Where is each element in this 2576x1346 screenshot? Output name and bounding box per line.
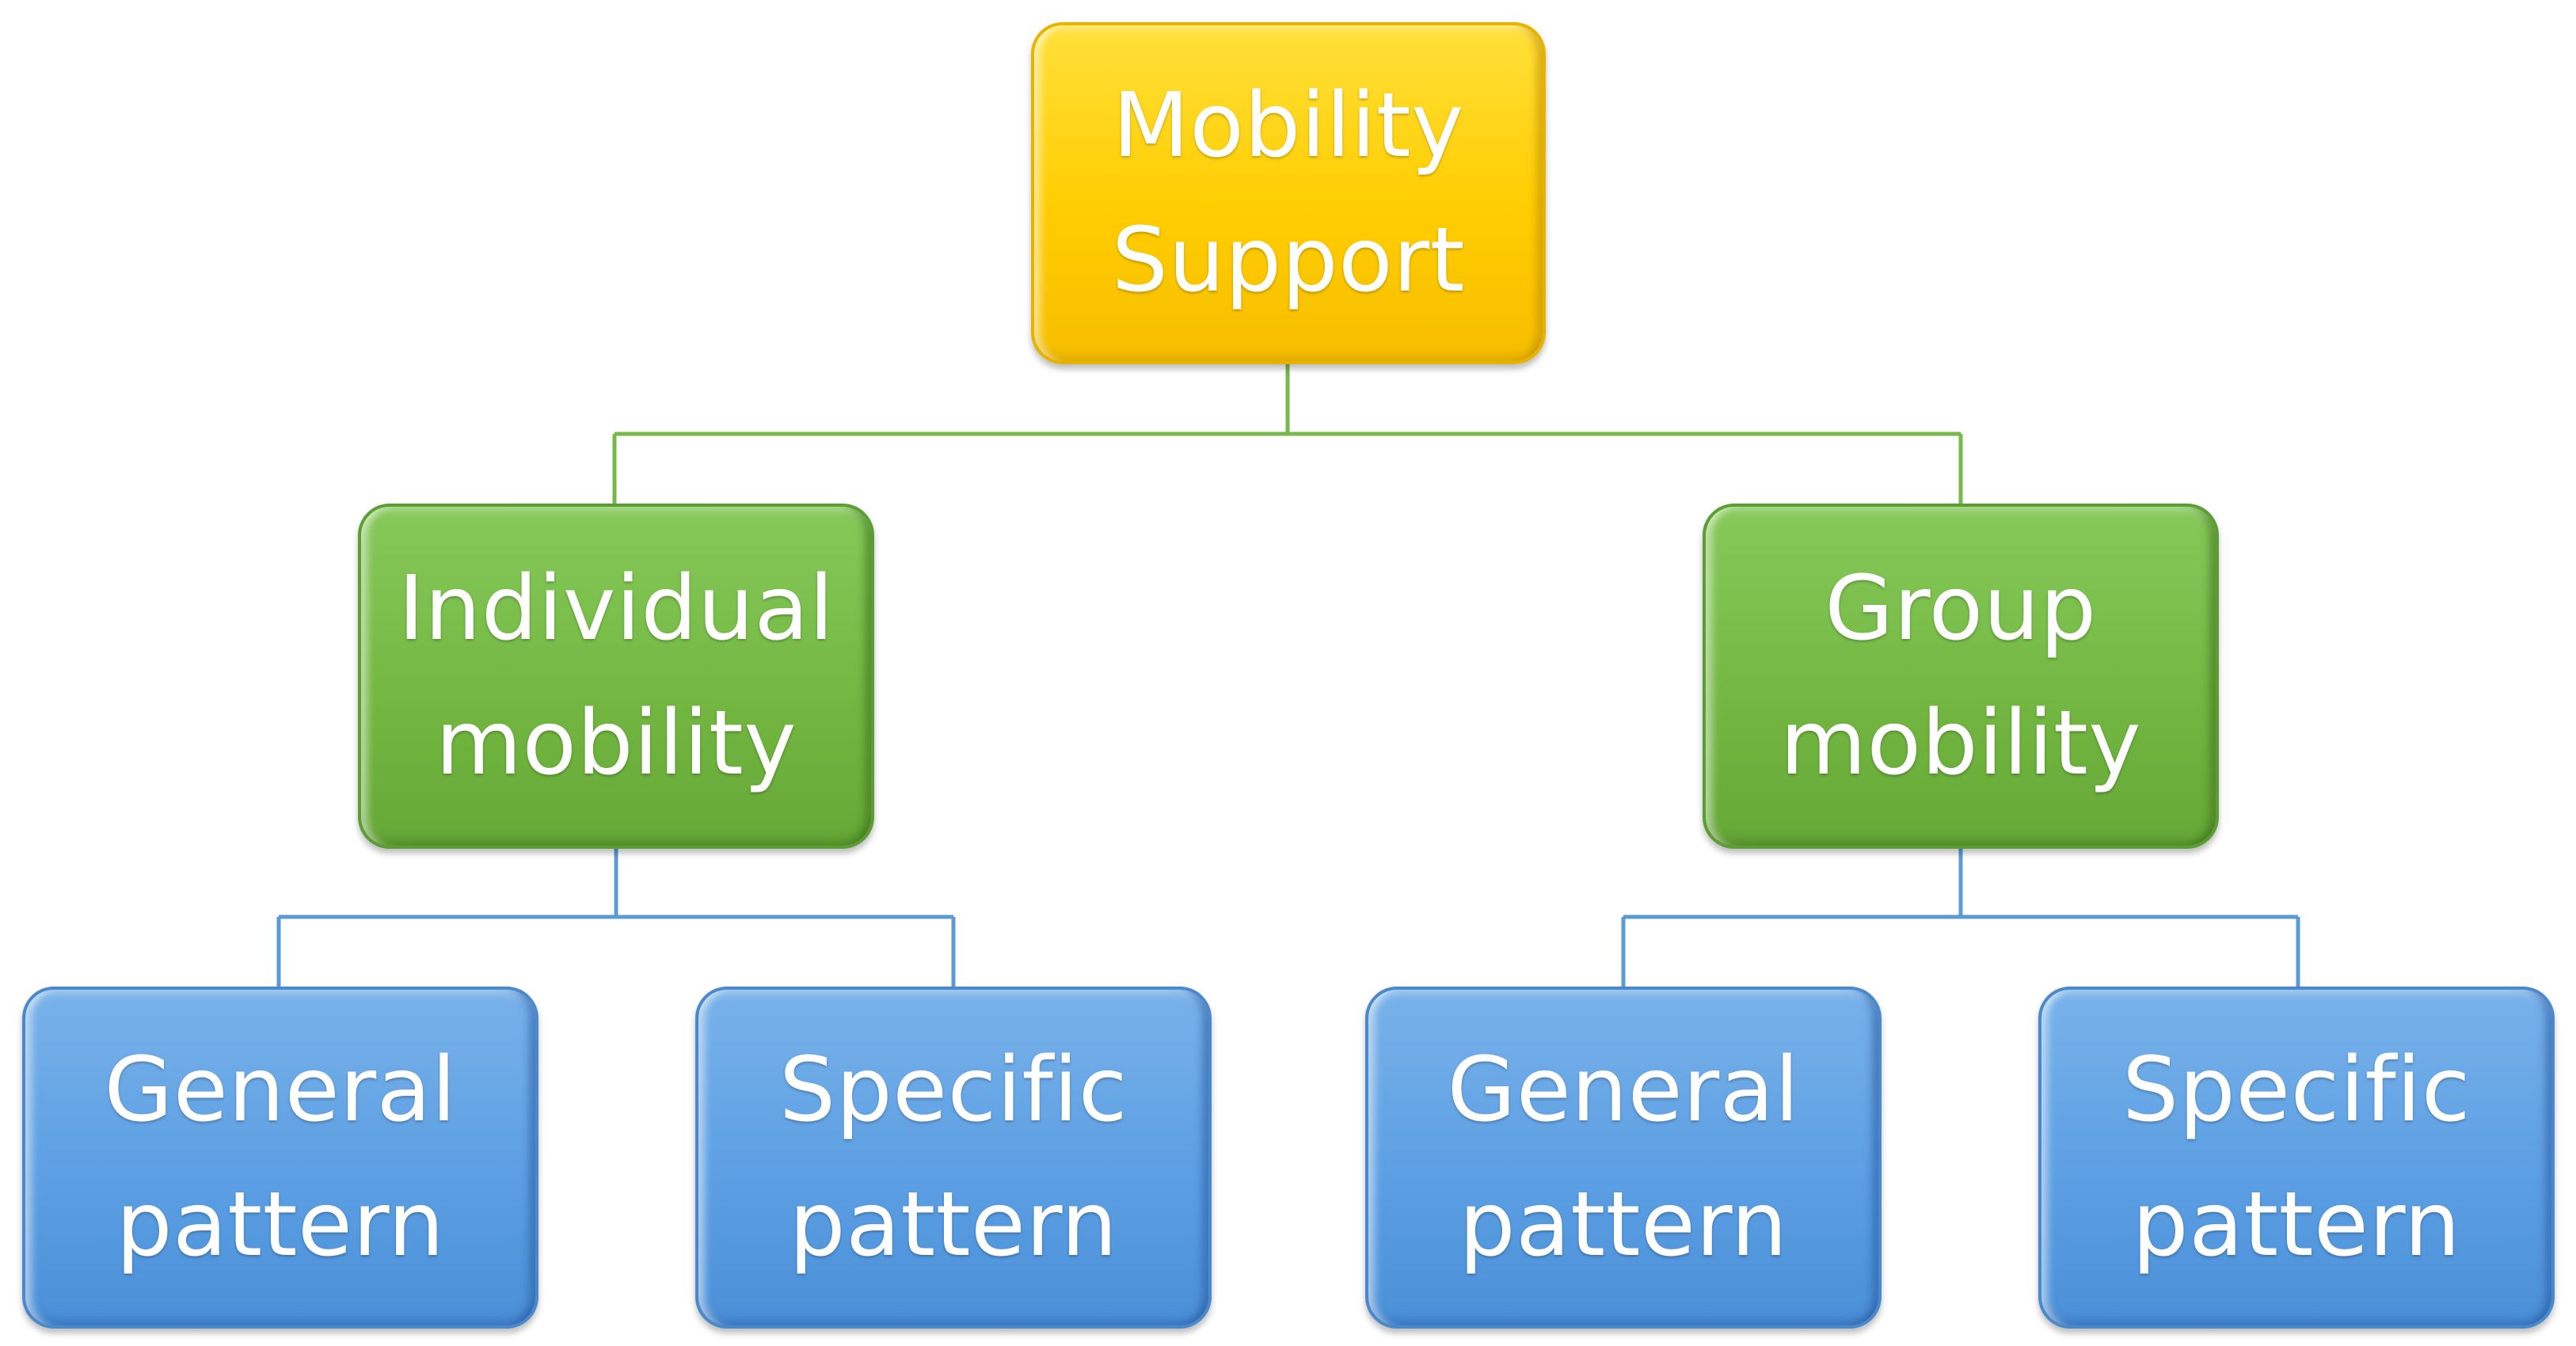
root-connector xyxy=(612,363,1963,507)
group-general-line2: pattern xyxy=(1459,1173,1788,1276)
mobility-support-node: Mobility Support xyxy=(1031,22,1546,364)
group-specific-line2: pattern xyxy=(2132,1173,2461,1276)
individual-connector xyxy=(276,847,956,988)
group-mobility-line1: Group xyxy=(1825,557,2097,660)
group-mobility-line2: mobility xyxy=(1779,692,2142,795)
group-mobility-node: Group mobility xyxy=(1703,504,2219,849)
individual-mobility-line2: mobility xyxy=(435,692,797,795)
individual-mobility-node: Individual mobility xyxy=(358,504,874,849)
individual-specific-pattern-node: Specific pattern xyxy=(695,987,1212,1329)
mobility-support-line1: Mobility xyxy=(1113,74,1464,177)
group-connector xyxy=(1621,847,2300,988)
group-specific-line1: Specific xyxy=(2122,1039,2471,1142)
individual-mobility-line1: Individual xyxy=(398,557,835,660)
individual-specific-line2: pattern xyxy=(789,1173,1118,1276)
individual-specific-line1: Specific xyxy=(779,1039,1128,1142)
group-general-pattern-node: General pattern xyxy=(1365,987,1882,1329)
individual-general-line1: General xyxy=(104,1039,457,1142)
mobility-support-line2: Support xyxy=(1111,209,1466,312)
individual-general-line2: pattern xyxy=(116,1173,445,1276)
individual-general-pattern-node: General pattern xyxy=(22,987,538,1329)
group-specific-pattern-node: Specific pattern xyxy=(2038,987,2555,1329)
group-general-line1: General xyxy=(1447,1039,1800,1142)
